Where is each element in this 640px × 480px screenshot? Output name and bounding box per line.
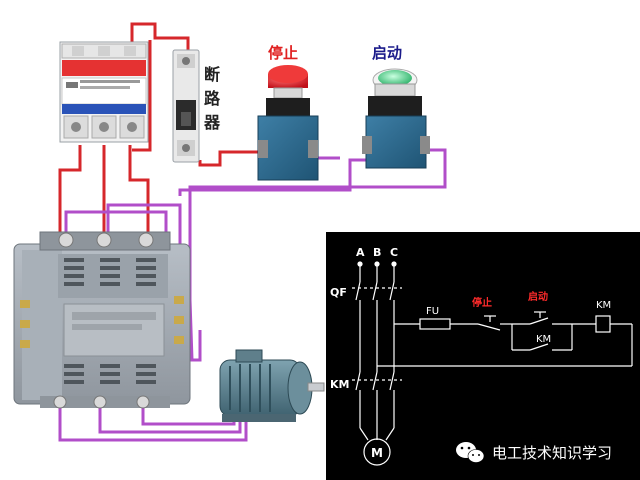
breaker-label-1: 断: [204, 65, 220, 84]
breaker-label-2: 路: [204, 89, 221, 108]
phase-c-label: C: [390, 246, 398, 259]
motor-label: M: [371, 446, 383, 460]
start-button: [362, 68, 430, 169]
fu-label: FU: [426, 306, 439, 317]
km-main-label: KM: [330, 378, 349, 391]
breaker-label-3: 器: [203, 113, 221, 132]
watermark-text: 电工技术知识学习: [492, 444, 612, 462]
stop-button: [257, 65, 319, 181]
watermark: 电工技术知识学习: [456, 442, 612, 463]
phase-a-label: A: [356, 246, 365, 259]
stop-label: 停止: [268, 44, 298, 62]
contactor: [13, 231, 191, 409]
breaker-label: 断 路 器: [203, 65, 221, 132]
motor: [219, 349, 325, 422]
km-aux-label: KM: [536, 334, 551, 345]
schematic-panel: A B C QF KM: [326, 232, 640, 480]
three-pole-breaker: [59, 41, 149, 143]
wechat-icon: [456, 442, 485, 463]
qf-label: QF: [330, 286, 347, 299]
schematic-stop-label: 停止: [472, 296, 492, 309]
km-coil-label: KM: [596, 300, 611, 311]
start-label: 启动: [372, 44, 402, 62]
schematic-start-label: 启动: [528, 290, 548, 303]
power-wires: [58, 22, 258, 232]
single-pole-breaker: [172, 49, 200, 163]
control-wires: [58, 148, 447, 442]
phase-b-label: B: [373, 246, 381, 259]
